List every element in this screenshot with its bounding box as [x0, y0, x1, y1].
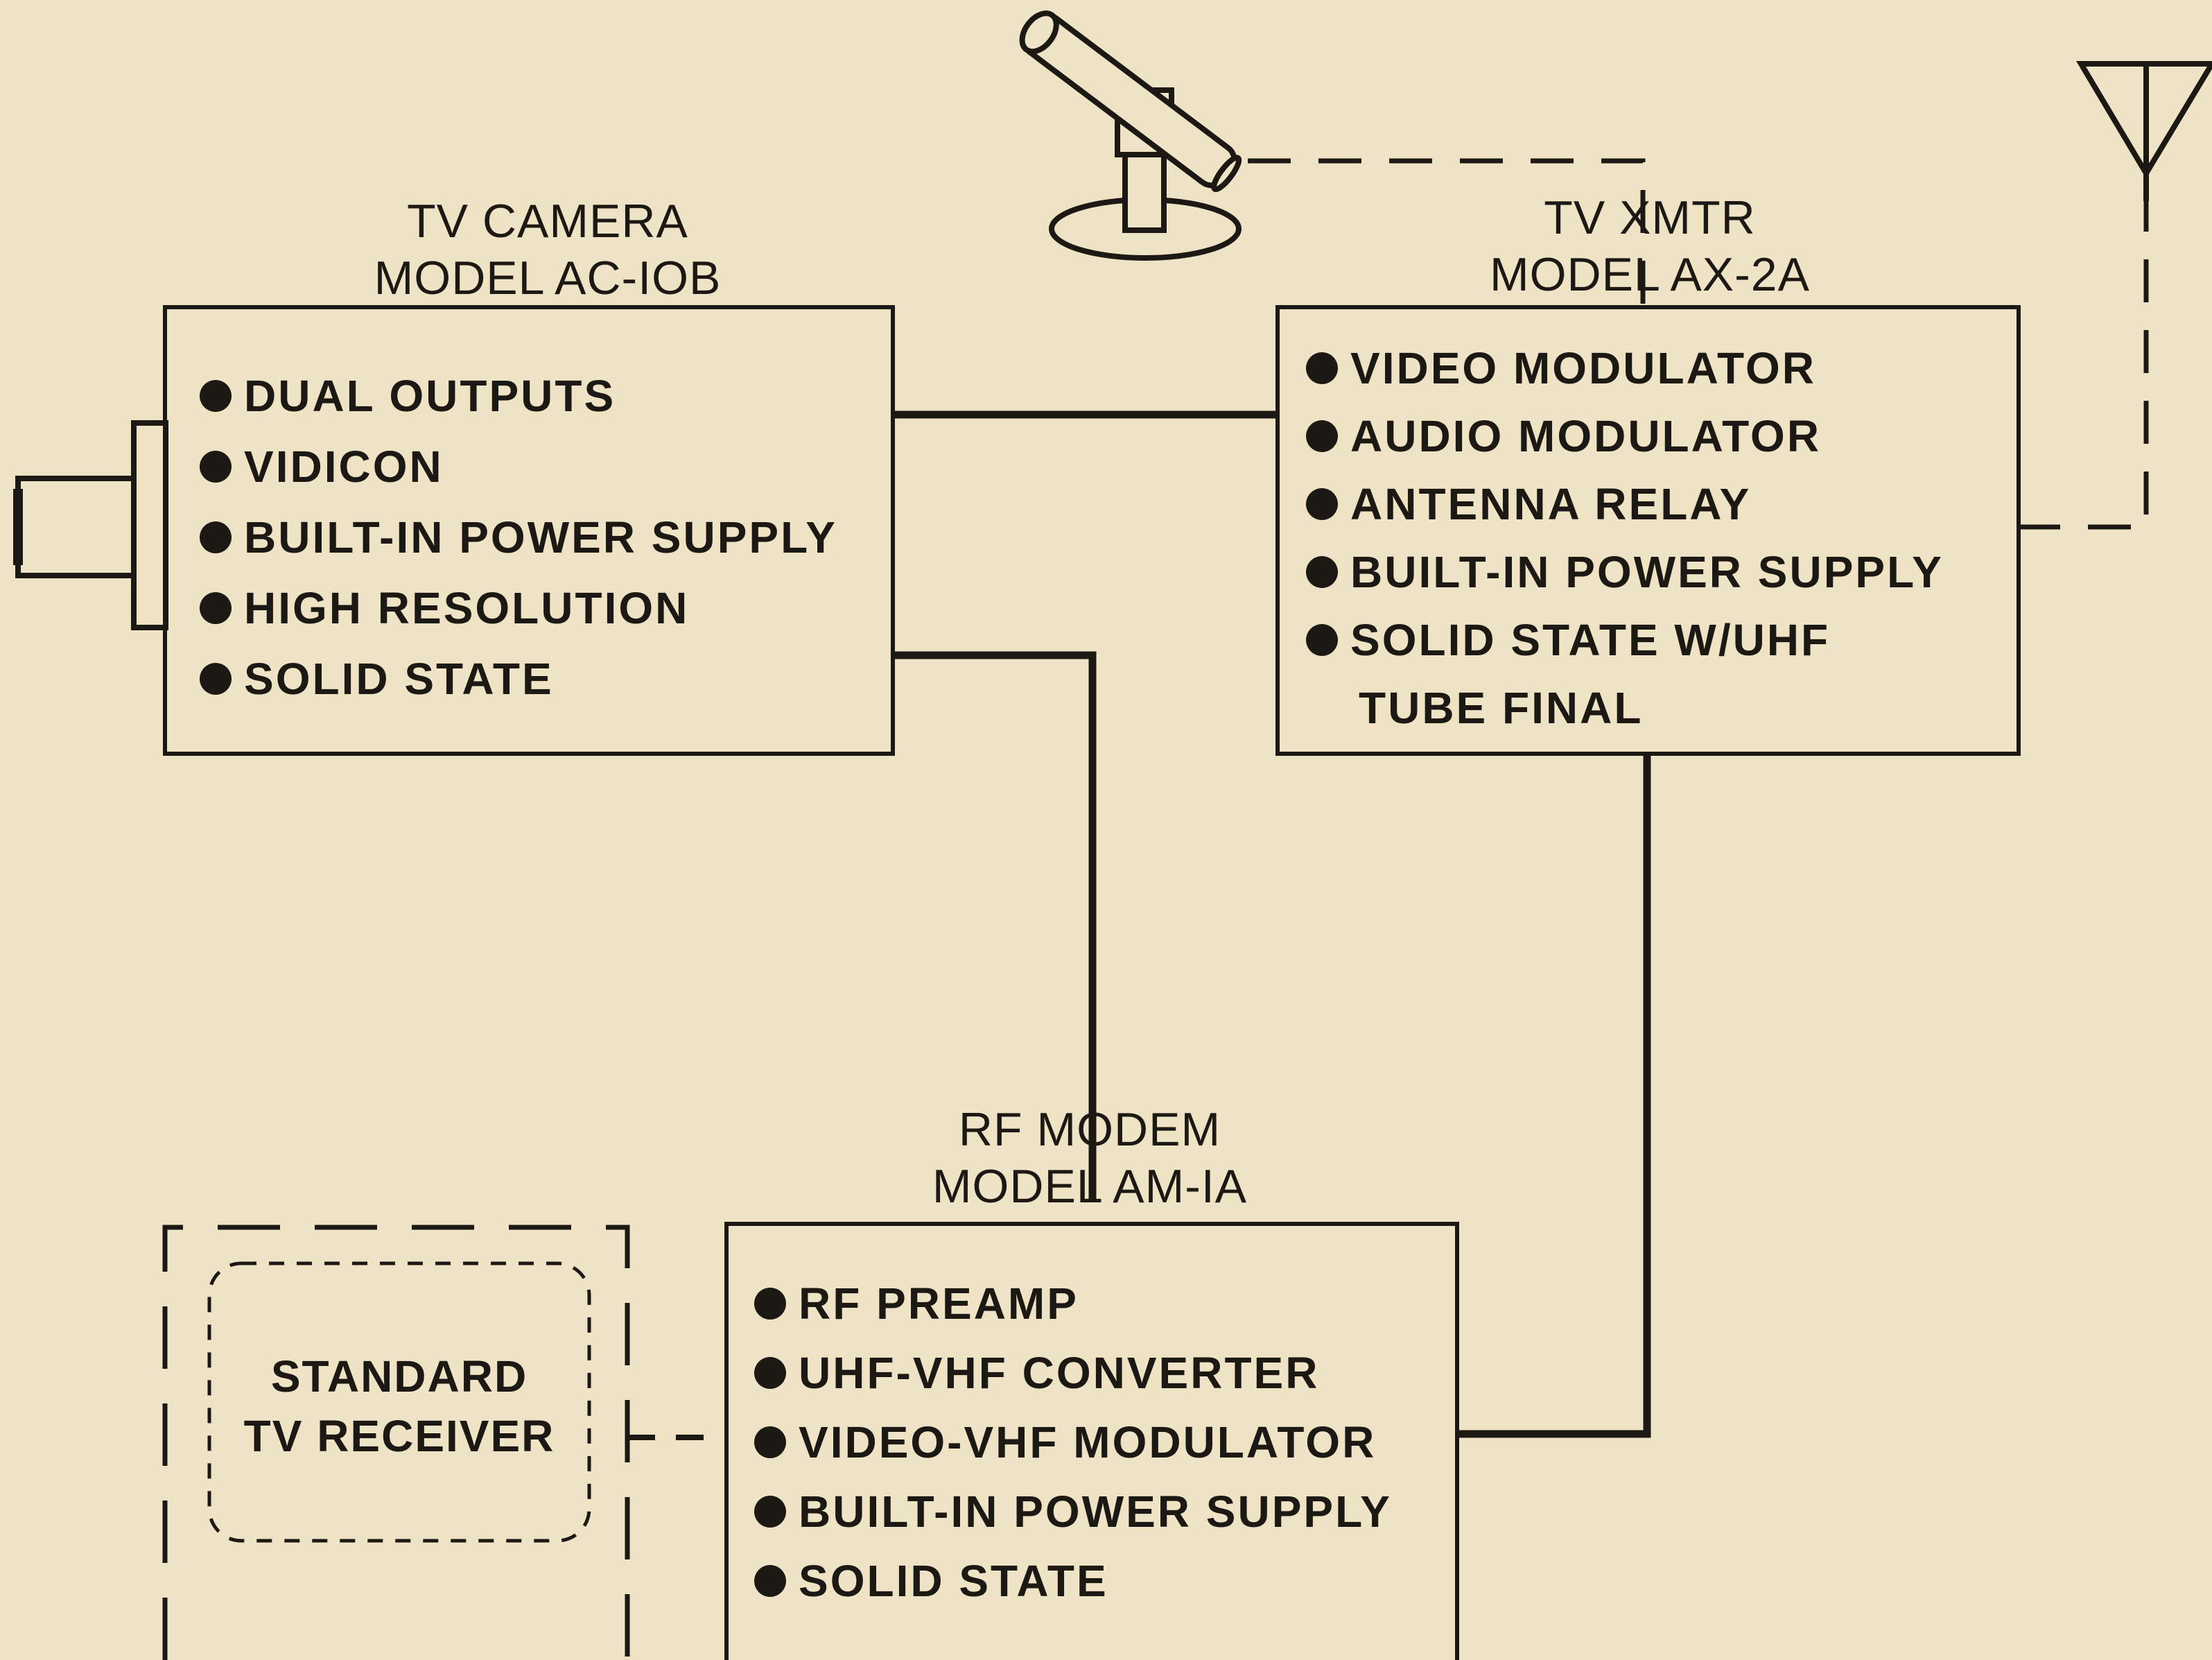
- feature-item: SOLID STATE: [200, 643, 837, 714]
- bullet-icon: [754, 1496, 786, 1528]
- feature-text: ANTENNA RELAY: [1350, 479, 1751, 529]
- receiver-label-line2: TV RECEIVER: [209, 1406, 589, 1466]
- modem-model: MODEL AM-IA: [847, 1158, 1332, 1215]
- camera-model: MODEL AC-IOB: [305, 250, 790, 306]
- bullet-icon: [200, 451, 232, 483]
- feature-text: BUILT-IN POWER SUPPLY: [244, 512, 837, 562]
- xmtr-title: TV XMTR MODEL AX-2A: [1407, 189, 1892, 303]
- modem-feature-list: RF PREAMP UHF-VHF CONVERTER VIDEO-VHF MODU…: [754, 1269, 1392, 1616]
- bullet-icon: [754, 1357, 786, 1389]
- feature-text: BUILT-IN POWER SUPPLY: [799, 1487, 1392, 1537]
- bullet-icon: [1306, 624, 1338, 656]
- feature-text: SOLID STATE: [244, 654, 554, 704]
- feature-text: SOLID STATE: [799, 1556, 1108, 1606]
- camera-title: TV CAMERA MODEL AC-IOB: [305, 193, 790, 306]
- feature-item: VIDEO-VHF MODULATOR: [754, 1408, 1392, 1477]
- modem-title: RF MODEM MODEL AM-IA: [847, 1101, 1332, 1215]
- feature-text: HIGH RESOLUTION: [244, 583, 689, 633]
- bullet-icon: [754, 1565, 786, 1597]
- feature-text: VIDEO-VHF MODULATOR: [799, 1417, 1376, 1467]
- xmtr-feature-list: VIDEO MODULATOR AUDIO MODULATOR ANTENNA RE…: [1306, 334, 1944, 742]
- camera-title-line1: TV CAMERA: [305, 193, 790, 250]
- receiver-label: STANDARD TV RECEIVER: [209, 1347, 589, 1466]
- feature-item: DUAL OUTPUTS: [200, 361, 837, 431]
- feature-item: VIDICON: [200, 431, 837, 502]
- feature-item: BUILT-IN POWER SUPPLY: [200, 502, 837, 573]
- feature-text: DUAL OUTPUTS: [244, 371, 616, 421]
- bullet-icon: [200, 592, 232, 624]
- microphone-icon: [1016, 7, 1244, 258]
- feature-item: HIGH RESOLUTION: [200, 573, 837, 643]
- bullet-icon: [1306, 352, 1338, 384]
- modem-title-line1: RF MODEM: [847, 1101, 1332, 1158]
- antenna-dashed-cable: [2017, 194, 2146, 527]
- feature-text: UHF-VHF CONVERTER: [799, 1348, 1319, 1398]
- feature-item: SOLID STATE W/UHF: [1306, 606, 1944, 674]
- xmtr-to-modem-cable: [1457, 756, 1647, 1434]
- feature-text: SOLID STATE W/UHF: [1350, 615, 1830, 665]
- bullet-icon: [1306, 556, 1338, 588]
- bullet-icon: [200, 380, 232, 412]
- feature-item: BUILT-IN POWER SUPPLY: [1306, 538, 1944, 606]
- feature-text: AUDIO MODULATOR: [1350, 411, 1821, 461]
- feature-text: RF PREAMP: [799, 1279, 1079, 1329]
- bullet-icon: [754, 1426, 786, 1458]
- feature-text: BUILT-IN POWER SUPPLY: [1350, 547, 1944, 597]
- feature-item: VIDEO MODULATOR: [1306, 334, 1944, 402]
- camera-lens-icon: [18, 423, 166, 628]
- receiver-label-line1: STANDARD: [209, 1347, 589, 1406]
- bullet-icon: [754, 1288, 786, 1320]
- feature-item: UHF-VHF CONVERTER: [754, 1338, 1392, 1408]
- feature-text: VIDEO MODULATOR: [1350, 343, 1816, 393]
- antenna-icon: [2081, 64, 2212, 201]
- bullet-icon: [200, 521, 232, 553]
- feature-item: ANTENNA RELAY: [1306, 470, 1944, 538]
- feature-item-continuation: TUBE FINAL: [1306, 674, 1944, 742]
- bullet-icon: [1306, 488, 1338, 520]
- camera-feature-list: DUAL OUTPUTS VIDICON BUILT-IN POWER SUPPLY…: [200, 361, 837, 714]
- xmtr-title-line1: TV XMTR: [1407, 189, 1892, 246]
- feature-text: TUBE FINAL: [1359, 683, 1643, 733]
- feature-item: BUILT-IN POWER SUPPLY: [754, 1477, 1392, 1546]
- feature-item: RF PREAMP: [754, 1269, 1392, 1338]
- feature-item: AUDIO MODULATOR: [1306, 402, 1944, 470]
- feature-item: SOLID STATE: [754, 1546, 1392, 1616]
- xmtr-model: MODEL AX-2A: [1407, 246, 1892, 303]
- bullet-icon: [1306, 420, 1338, 452]
- bullet-icon: [200, 663, 232, 695]
- feature-text: VIDICON: [244, 442, 444, 492]
